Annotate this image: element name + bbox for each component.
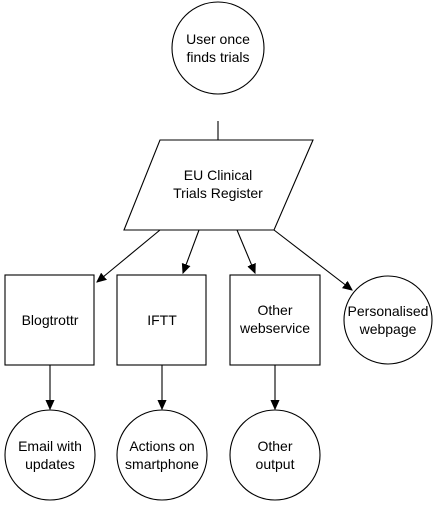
node-register: EU Clinical Trials Register [123, 139, 314, 231]
node-other-service-label-line2: webservice [239, 320, 310, 336]
node-other-service: Other webservice [229, 274, 321, 366]
node-other-output: Other output [229, 409, 321, 501]
node-ifttt-label: IFTT [147, 312, 177, 328]
node-personalised: Personalised webpage [343, 275, 433, 365]
node-user-label-line1: User once [186, 31, 250, 47]
node-ifttt: IFTT [116, 274, 207, 366]
node-other-output-label-line1: Other [257, 438, 292, 454]
node-user: User once finds trials [171, 1, 265, 95]
edges [50, 121, 352, 409]
node-other-output-label-line2: output [256, 456, 295, 472]
node-email: Email with updates [4, 409, 96, 501]
node-blogtrottr-label: Blogtrottr [22, 312, 79, 328]
edge-register-to-other-service [236, 229, 255, 273]
node-personalised-label-line1: Personalised [348, 303, 429, 319]
node-other-service-label-line1: Other [257, 302, 292, 318]
edge-register-to-ifttt [183, 229, 200, 273]
node-email-label-line1: Email with [18, 438, 82, 454]
edge-register-to-personalised [273, 229, 352, 290]
edge-register-to-blogtrottr [97, 229, 161, 282]
node-actions-label-line2: smartphone [125, 456, 199, 472]
node-blogtrottr: Blogtrottr [4, 274, 95, 366]
node-actions: Actions on smartphone [116, 409, 208, 501]
node-user-label-line2: finds trials [186, 49, 249, 65]
node-register-label-line2: Trials Register [173, 185, 263, 201]
node-actions-label-line1: Actions on [129, 438, 194, 454]
node-register-label-line1: EU Clinical [184, 167, 252, 183]
node-email-label-line2: updates [25, 456, 75, 472]
node-personalised-label-line2: webpage [359, 321, 417, 337]
